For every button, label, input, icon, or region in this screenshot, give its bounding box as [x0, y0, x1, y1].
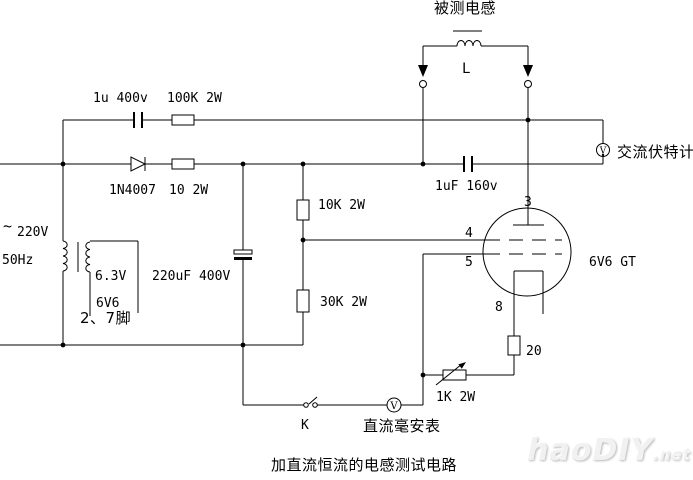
input-resistor-symbol [171, 114, 195, 126]
tube-pin3-label: 3 [524, 195, 532, 210]
transformer-symbol [62, 240, 91, 273]
dc-milliammeter-glyph: V [389, 401, 398, 412]
series-resistor-label: 10 2W [169, 183, 209, 198]
divider-top-label: 10K 2W [318, 198, 365, 213]
ac-voltmeter-glyph: V [599, 147, 607, 157]
site-watermark-suffix: .net [653, 446, 691, 464]
mains-voltage: 220V [17, 225, 49, 240]
tube-symbol [482, 207, 572, 297]
heater-tube-label: 6V6 [96, 296, 120, 311]
filter-cap-label: 220uF 400V [152, 269, 231, 284]
mains-tilde: ~ [3, 217, 13, 235]
site-watermark: haoDIY.net [527, 433, 691, 468]
switch-symbol [303, 396, 318, 408]
series-resistor-symbol [171, 158, 195, 170]
junction-dots [60, 117, 531, 378]
ac-voltmeter-label: 交流伏特计 [617, 143, 693, 161]
test-plug-right-icon [523, 65, 533, 88]
inductor-symbol-label: L [462, 61, 471, 77]
cathode-resistor-label: 20 [526, 344, 542, 359]
inductor-under-test-symbol [456, 40, 482, 47]
circuit-wires [0, 30, 604, 406]
rheostat-symbol [435, 362, 467, 386]
coupling-cap-symbol [463, 156, 473, 172]
heater-voltage-label: 6.3V [95, 269, 127, 284]
cathode-resistor-symbol [507, 335, 521, 356]
tube-pin4-label: 4 [465, 226, 473, 241]
ac-voltmeter-icon: V [596, 143, 610, 157]
mains-frequency: 50Hz [2, 253, 34, 268]
input-cap-label: 1u 400v [93, 91, 148, 106]
input-resistor-label: 100K 2W [167, 91, 222, 106]
divider-bottom-symbol [296, 289, 310, 313]
switch-label: K [301, 418, 309, 433]
filter-cap-symbol [233, 249, 253, 260]
test-plug-left-icon [418, 65, 428, 88]
tube-pin8-label: 8 [495, 300, 503, 315]
tube-pin5-label: 5 [465, 255, 473, 270]
dc-milliammeter-icon: V [386, 397, 402, 413]
input-cap-symbol [133, 112, 143, 128]
coupling-cap-label: 1uF 160v [435, 179, 498, 194]
site-watermark-text: haoDIY [527, 433, 654, 468]
schematic-title: 加直流恒流的电感测试电路 [271, 456, 458, 474]
divider-top-symbol [296, 199, 310, 221]
dc-milliammeter-label: 直流毫安表 [363, 417, 441, 435]
diode-label: 1N4007 [109, 183, 156, 198]
heater-pins-label: 2、7脚 [80, 309, 132, 327]
diode-symbol [130, 156, 147, 172]
tube-name-label: 6V6 GT [589, 255, 636, 270]
dut-label: 被测电感 [434, 0, 497, 17]
rheostat-label: 1K 2W [436, 390, 476, 405]
divider-bottom-label: 30K 2W [320, 295, 367, 310]
